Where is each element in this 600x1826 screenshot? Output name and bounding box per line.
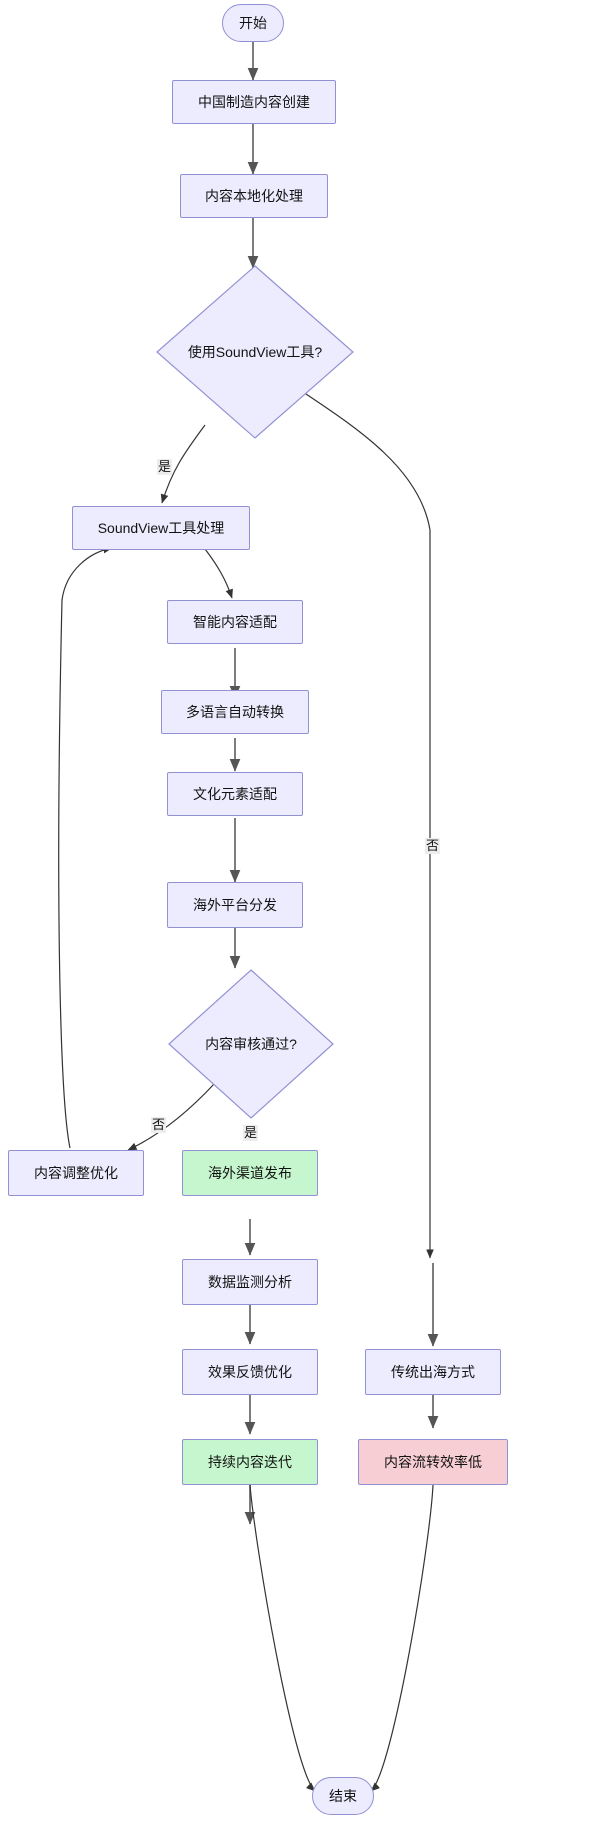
node-start[interactable]: 开始 bbox=[222, 4, 284, 42]
node-end-label: 结束 bbox=[329, 1787, 357, 1804]
node-low-efficiency-label: 内容流转效率低 bbox=[384, 1453, 482, 1470]
node-traditional-approach[interactable]: 传统出海方式 bbox=[365, 1349, 501, 1395]
node-culture-adaptation[interactable]: 文化元素适配 bbox=[167, 772, 303, 816]
node-localization[interactable]: 内容本地化处理 bbox=[180, 174, 328, 218]
node-content-review-label: 内容审核通过? bbox=[205, 1036, 297, 1052]
edge-label-no-review: 否 bbox=[151, 1117, 167, 1134]
node-data-monitoring[interactable]: 数据监测分析 bbox=[182, 1259, 318, 1305]
edge-iterate-end bbox=[249, 1484, 316, 1792]
edge-label-yes-review: 是 bbox=[243, 1125, 259, 1142]
node-start-label: 开始 bbox=[239, 14, 267, 31]
node-multilang-conversion-label: 多语言自动转换 bbox=[186, 703, 284, 720]
node-data-monitoring-label: 数据监测分析 bbox=[208, 1273, 292, 1290]
node-continuous-iteration[interactable]: 持续内容迭代 bbox=[182, 1439, 318, 1485]
edge-toolProc-smartFit bbox=[204, 548, 233, 599]
node-content-review-decision[interactable]: 内容审核通过? bbox=[167, 968, 335, 1120]
node-use-soundview-label: 使用SoundView工具? bbox=[187, 344, 323, 360]
node-soundview-processing-label: SoundView工具处理 bbox=[97, 519, 225, 536]
node-culture-adaptation-label: 文化元素适配 bbox=[193, 785, 277, 802]
node-create-content-label: 中国制造内容创建 bbox=[198, 93, 310, 110]
node-effect-feedback-label: 效果反馈优化 bbox=[208, 1363, 292, 1380]
diamond-shape bbox=[168, 969, 334, 1119]
diamond-shape bbox=[156, 265, 354, 439]
node-create-content[interactable]: 中国制造内容创建 bbox=[172, 80, 336, 124]
node-use-soundview-decision[interactable]: 使用SoundView工具? bbox=[155, 264, 355, 440]
node-effect-feedback[interactable]: 效果反馈优化 bbox=[182, 1349, 318, 1395]
edge-useTool-traditional-no bbox=[302, 391, 434, 1259]
node-overseas-distribution[interactable]: 海外平台分发 bbox=[167, 882, 303, 928]
node-low-efficiency[interactable]: 内容流转效率低 bbox=[358, 1439, 508, 1485]
node-multilang-conversion[interactable]: 多语言自动转换 bbox=[161, 690, 309, 734]
edge-adjust-toolProc bbox=[58, 545, 113, 1149]
node-smart-adaptation[interactable]: 智能内容适配 bbox=[167, 600, 303, 644]
node-soundview-processing[interactable]: SoundView工具处理 bbox=[72, 506, 250, 550]
node-overseas-publish[interactable]: 海外渠道发布 bbox=[182, 1150, 318, 1196]
node-smart-adaptation-label: 智能内容适配 bbox=[193, 613, 277, 630]
edge-lowEff-end bbox=[370, 1484, 434, 1792]
node-overseas-distribution-label: 海外平台分发 bbox=[193, 896, 277, 913]
node-continuous-iteration-label: 持续内容迭代 bbox=[208, 1453, 292, 1470]
edge-label-yes-tool: 是 bbox=[157, 459, 173, 476]
node-end[interactable]: 结束 bbox=[312, 1777, 374, 1815]
node-localization-label: 内容本地化处理 bbox=[205, 187, 303, 204]
node-content-adjustment[interactable]: 内容调整优化 bbox=[8, 1150, 144, 1196]
node-overseas-publish-label: 海外渠道发布 bbox=[208, 1164, 292, 1181]
node-content-adjustment-label: 内容调整优化 bbox=[34, 1164, 118, 1181]
node-traditional-approach-label: 传统出海方式 bbox=[391, 1363, 475, 1380]
edge-label-no-tool: 否 bbox=[425, 838, 441, 855]
